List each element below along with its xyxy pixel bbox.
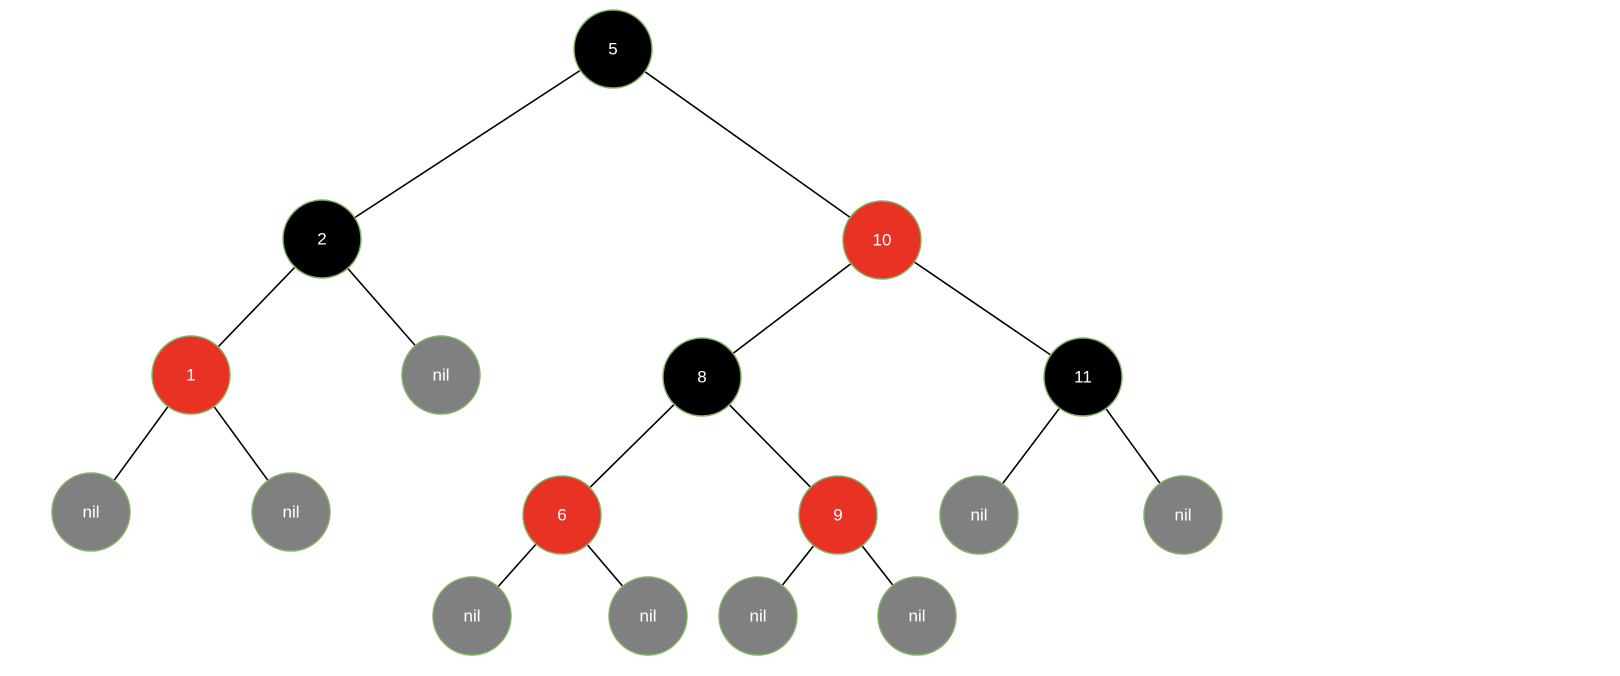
black-node-11: 11: [1043, 337, 1123, 417]
node-circle: [842, 200, 922, 280]
nil-leaf-node: nil: [1143, 475, 1223, 555]
node-circle: [939, 475, 1019, 555]
node-label: 10: [873, 231, 892, 250]
node-label: 9: [833, 506, 842, 525]
node-label: nil: [908, 607, 925, 626]
nil-leaf-node: nil: [877, 576, 957, 656]
node-label: nil: [82, 503, 99, 522]
node-circle: [522, 475, 602, 555]
black-node-5: 5: [573, 9, 653, 89]
node-label: 8: [697, 368, 706, 387]
nil-leaf-node: nil: [432, 576, 512, 656]
node-label: 1: [186, 366, 195, 385]
red-node-9: 9: [798, 475, 878, 555]
node-circle: [877, 576, 957, 656]
node-label: nil: [1174, 506, 1191, 525]
edge-n5-n2: [321, 48, 614, 240]
node-label: nil: [463, 607, 480, 626]
node-label: nil: [970, 506, 987, 525]
node-circle: [282, 199, 362, 279]
node-label: 5: [608, 40, 617, 59]
node-label: nil: [432, 366, 449, 385]
node-circle: [251, 472, 331, 552]
node-circle: [798, 475, 878, 555]
red-node-10: 10: [842, 200, 922, 280]
node-circle: [662, 337, 742, 417]
node-circle: [718, 576, 798, 656]
edge-n10-n11: [881, 239, 1084, 378]
node-label: 6: [557, 506, 566, 525]
tree-edges: [90, 48, 1184, 617]
node-circle: [401, 335, 481, 415]
nil-leaf-node: nil: [608, 576, 688, 656]
red-node-6: 6: [522, 475, 602, 555]
node-label: nil: [749, 607, 766, 626]
nil-leaf-node: nil: [718, 576, 798, 656]
red-node-1: 1: [151, 335, 231, 415]
edge-n5-n10: [612, 48, 883, 241]
nil-leaf-node: nil: [251, 472, 331, 552]
node-circle: [1143, 475, 1223, 555]
node-label: nil: [282, 503, 299, 522]
node-circle: [1043, 337, 1123, 417]
nil-leaf-node: nil: [51, 472, 131, 552]
node-circle: [432, 576, 512, 656]
node-label: nil: [639, 607, 656, 626]
node-circle: [573, 9, 653, 89]
nil-leaf-node: nil: [939, 475, 1019, 555]
black-node-8: 8: [662, 337, 742, 417]
node-circle: [51, 472, 131, 552]
node-label: 11: [1074, 368, 1092, 387]
node-circle: [608, 576, 688, 656]
node-label: 2: [317, 230, 326, 249]
tree-nodes: 5 2 10 1 nil 8 11 nil nil 6 9 nil nil nil nil nil nil: [51, 9, 1223, 656]
nil-leaf-node: nil: [401, 335, 481, 415]
node-circle: [151, 335, 231, 415]
black-node-2: 2: [282, 199, 362, 279]
